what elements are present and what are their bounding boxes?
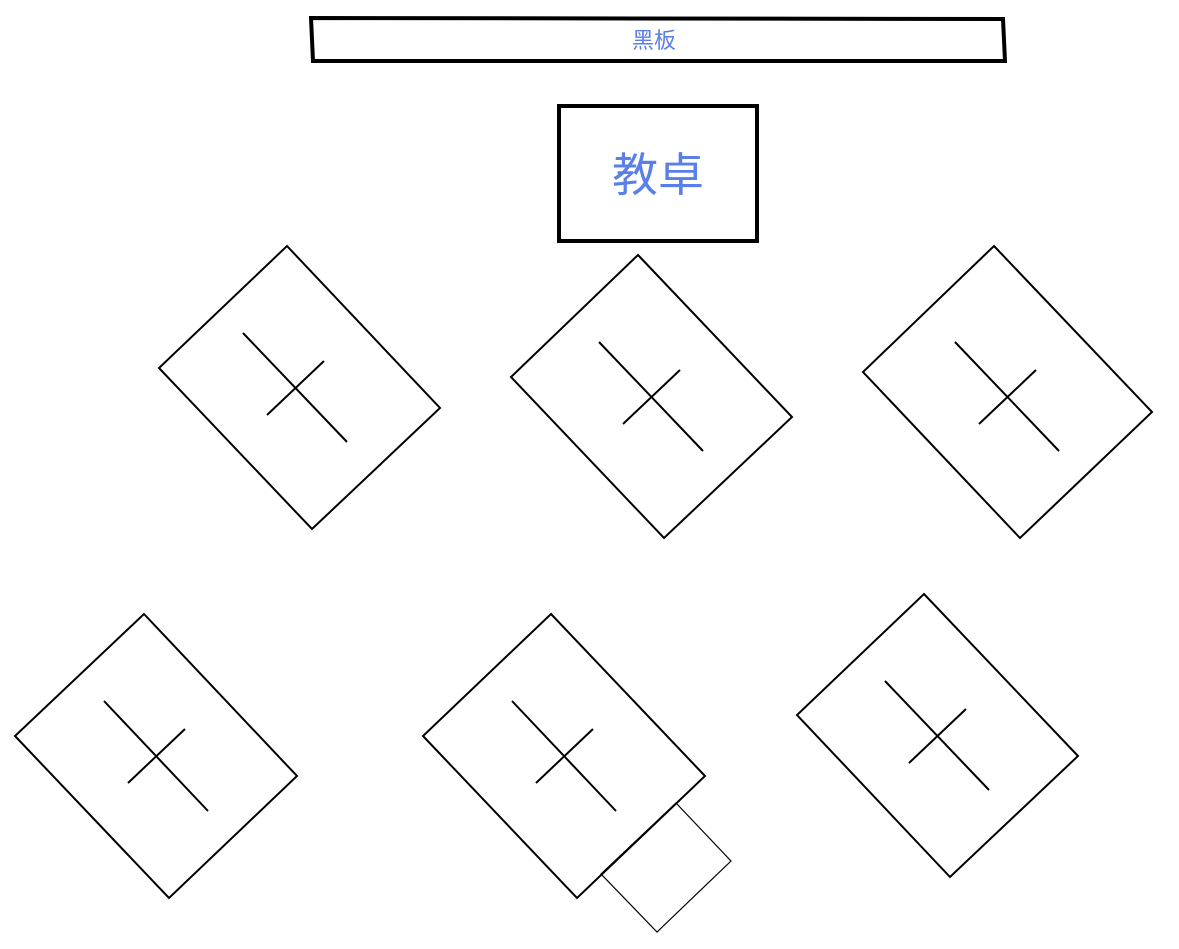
group-table-3 [861,244,1154,540]
group-table-5-cross-short [535,728,594,784]
group-table-6-outline [795,592,1080,879]
extra-desk [600,802,732,933]
teacher-desk: 教卓 [557,104,759,243]
group-table-4 [13,612,299,900]
group-table-2-cross-short [622,369,681,425]
group-table-1 [157,244,442,531]
group-table-5-outline [421,612,707,900]
teacher-desk-outline [557,104,759,243]
teacher-desk-label: 教卓 [612,148,704,202]
group-table-1-cross-short [266,360,325,416]
group-table-1-outline [157,244,442,531]
group-table-4-outline [13,612,299,900]
blackboard-label: 黑板 [632,29,676,54]
blackboard-outline [308,15,1008,63]
group-table-2-outline [509,253,794,540]
group-table-4-cross-short [127,728,186,784]
group-table-3-outline [861,244,1154,540]
group-table-2 [509,253,794,540]
blackboard: 黑板 [308,15,1008,63]
group-table-5 [421,612,707,900]
group-table-3-cross-short [978,369,1037,425]
group-table-6 [795,592,1080,879]
group-table-6-cross-short [908,708,967,764]
